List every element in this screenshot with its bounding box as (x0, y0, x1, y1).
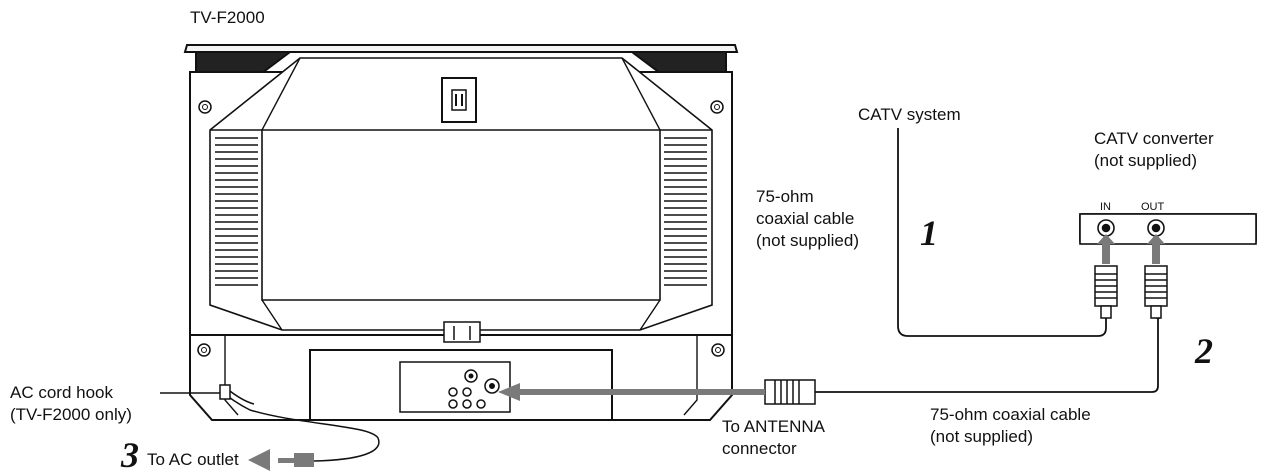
catv-system-label: CATV system (858, 105, 961, 124)
catv-converter-box (1079, 213, 1257, 245)
converter-plugs (1094, 265, 1168, 319)
catv-system-cable (897, 128, 1107, 337)
coax-cable-to-antenna (815, 317, 1160, 393)
model-label: TV-F2000 (190, 8, 265, 27)
antenna-plug (764, 379, 816, 405)
converter-label-line1: CATV converter (1094, 129, 1214, 148)
coax2-label-line2: (not supplied) (930, 427, 1034, 446)
step-1-number: 1 (920, 213, 938, 253)
hook-label-line1: AC cord hook (10, 383, 113, 402)
coax1-label-line1: 75-ohm (756, 187, 814, 206)
antenna-connect-arrow (498, 383, 765, 401)
ac-outlet-label: To AC outlet (147, 450, 239, 469)
in-port-label: IN (1100, 201, 1111, 213)
tv-rear-view (183, 44, 739, 421)
vent-slots (215, 137, 707, 286)
step-3-number: 3 (121, 435, 139, 475)
antenna-label-line1: To ANTENNA (722, 417, 825, 436)
coax1-label-line2: coaxial cable (756, 209, 855, 228)
converter-label-line2: (not supplied) (1094, 151, 1198, 170)
converter-connect-arrows (1097, 234, 1165, 264)
coax2-label-line1: 75-ohm coaxial cable (930, 405, 1091, 424)
ac-outlet-arrow (278, 453, 314, 467)
hook-label-line2: (TV-F2000 only) (10, 405, 132, 424)
ac-cord (160, 384, 380, 462)
coax1-label-line3: (not supplied) (756, 231, 860, 250)
antenna-label-line2: connector (722, 439, 797, 458)
ac-outlet-arrow-head (248, 449, 270, 471)
step-2-number: 2 (1195, 331, 1213, 371)
terminal-jacks (448, 369, 500, 409)
out-port-label: OUT (1141, 201, 1165, 213)
